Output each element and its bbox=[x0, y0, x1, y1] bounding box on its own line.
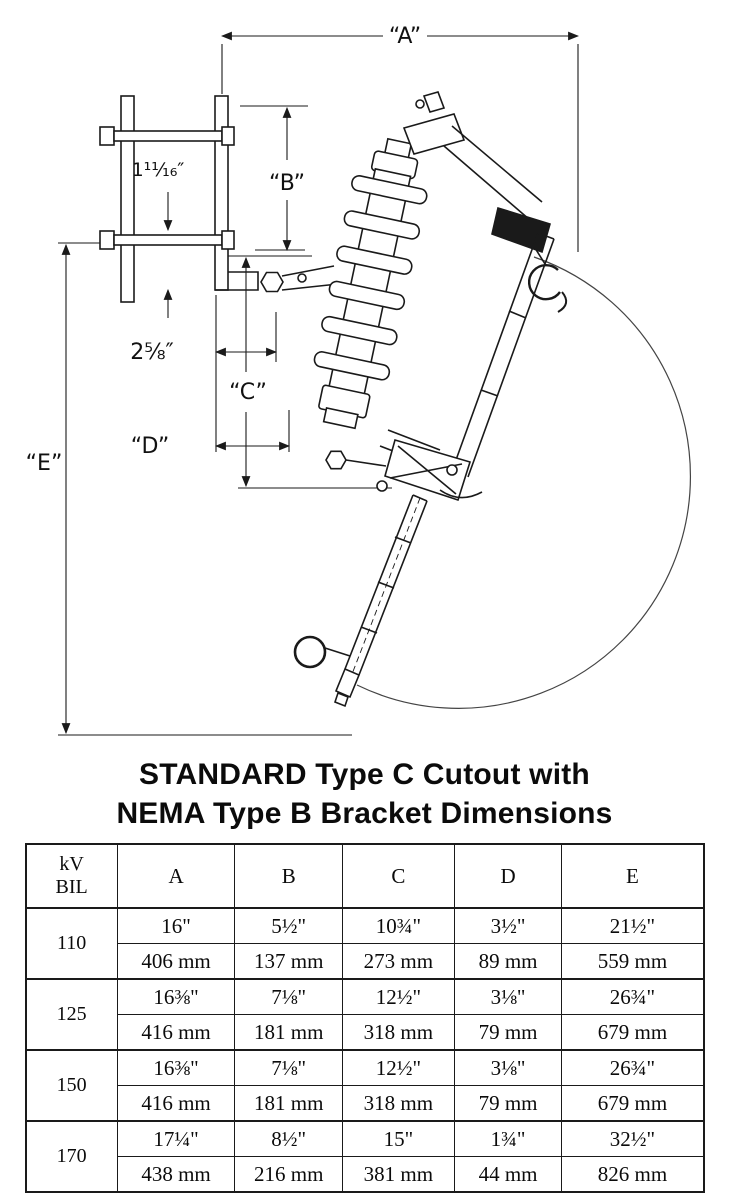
col-header-e: E bbox=[561, 843, 704, 909]
value-cell: 5½" bbox=[234, 907, 344, 944]
cutout-outline-drawing: “A” “B” “C” “D” “E” 1¹¹⁄₁₆″ 2⅝″ bbox=[26, 24, 692, 736]
kv-cell: 125 bbox=[25, 978, 118, 1051]
kv-cell: 150 bbox=[25, 1049, 118, 1122]
value-cell: 381 mm bbox=[342, 1156, 455, 1193]
value-cell: 826 mm bbox=[561, 1156, 704, 1193]
value-cell: 416 mm bbox=[116, 1014, 236, 1051]
value-cell: 21½" bbox=[561, 907, 704, 944]
page-title: STANDARD Type C Cutout with NEMA Type B … bbox=[0, 755, 729, 833]
col-header-c: C bbox=[342, 843, 455, 909]
value-cell: 32½" bbox=[561, 1120, 704, 1157]
value-cell: 15" bbox=[342, 1120, 455, 1157]
title-line-1: STANDARD Type C Cutout with bbox=[139, 758, 590, 791]
value-cell: 16⅜" bbox=[116, 1049, 236, 1086]
insulator-body bbox=[313, 137, 428, 430]
col-header-kv: kV bbox=[59, 853, 84, 875]
value-cell: 26¾" bbox=[561, 1049, 704, 1086]
dim-label-bolt-spacing: 1¹¹⁄₁₆″ bbox=[132, 159, 185, 181]
table-row: 110 16" 5½" 10¾" 3½" 21½" bbox=[25, 907, 704, 980]
value-cell: 79 mm bbox=[453, 1085, 563, 1122]
value-cell: 8½" bbox=[234, 1120, 344, 1157]
dim-label-d: “D” bbox=[131, 434, 169, 459]
value-cell: 3⅛" bbox=[453, 1049, 563, 1086]
col-header-kv-bil: kV BIL bbox=[25, 843, 118, 909]
value-cell: 416 mm bbox=[116, 1085, 236, 1122]
value-cell: 137 mm bbox=[234, 943, 344, 980]
value-cell: 44 mm bbox=[453, 1156, 563, 1193]
dim-label-c: “C” bbox=[229, 380, 267, 405]
value-cell: 318 mm bbox=[342, 1085, 455, 1122]
value-cell: 318 mm bbox=[342, 1014, 455, 1051]
kv-cell: 170 bbox=[25, 1120, 118, 1193]
table-row: 416 mm 181 mm 318 mm 79 mm 679 mm bbox=[26, 1085, 704, 1122]
value-cell: 12½" bbox=[342, 1049, 455, 1086]
value-cell: 3½" bbox=[453, 907, 563, 944]
value-cell: 273 mm bbox=[342, 943, 455, 980]
dim-label-offset: 2⅝″ bbox=[130, 340, 174, 365]
table-row: 438 mm 216 mm 381 mm 44 mm 826 mm bbox=[26, 1156, 704, 1193]
col-header-b: B bbox=[234, 843, 344, 909]
value-cell: 16⅜" bbox=[116, 978, 236, 1015]
col-header-a: A bbox=[116, 843, 236, 909]
title-line-2: NEMA Type B Bracket Dimensions bbox=[116, 797, 613, 830]
value-cell: 679 mm bbox=[561, 1085, 704, 1122]
value-cell: 89 mm bbox=[453, 943, 563, 980]
table-row: 125 16⅜" 7⅛" 12½" 3⅛" 26¾" bbox=[25, 978, 704, 1051]
value-cell: 79 mm bbox=[453, 1014, 563, 1051]
table-header-row: kV BIL A B C D E bbox=[25, 843, 704, 909]
value-cell: 406 mm bbox=[116, 943, 236, 980]
value-cell: 3⅛" bbox=[453, 978, 563, 1015]
value-cell: 12½" bbox=[342, 978, 455, 1015]
value-cell: 16" bbox=[116, 907, 236, 944]
value-cell: 1¾" bbox=[453, 1120, 563, 1157]
fuse-tube-closed bbox=[451, 232, 555, 478]
table-row: 406 mm 137 mm 273 mm 89 mm 559 mm bbox=[26, 943, 704, 980]
value-cell: 7⅛" bbox=[234, 1049, 344, 1086]
dimension-lines bbox=[58, 31, 580, 736]
fuse-tube-open bbox=[293, 494, 428, 708]
table-row: 170 17¼" 8½" 15" 1¾" 32½" bbox=[25, 1120, 704, 1193]
value-cell: 17¼" bbox=[116, 1120, 236, 1157]
col-header-d: D bbox=[453, 843, 563, 909]
value-cell: 679 mm bbox=[561, 1014, 704, 1051]
dim-label-b: “B” bbox=[269, 171, 305, 196]
hinge-assembly bbox=[325, 429, 483, 502]
table-row: 150 16⅜" 7⅛" 12½" 3⅛" 26¾" bbox=[25, 1049, 704, 1122]
dim-label-e: “E” bbox=[26, 451, 63, 476]
value-cell: 181 mm bbox=[234, 1014, 344, 1051]
dim-label-a: “A” bbox=[389, 24, 421, 49]
value-cell: 7⅛" bbox=[234, 978, 344, 1015]
table-row: 416 mm 181 mm 318 mm 79 mm 679 mm bbox=[26, 1014, 704, 1051]
kv-cell: 110 bbox=[25, 907, 118, 980]
value-cell: 26¾" bbox=[561, 978, 704, 1015]
col-header-bil: BIL bbox=[55, 876, 88, 898]
value-cell: 559 mm bbox=[561, 943, 704, 980]
value-cell: 181 mm bbox=[234, 1085, 344, 1122]
dimensions-table: kV BIL A B C D E 110 16" 5½" 10¾" 3½" 21… bbox=[24, 843, 705, 1193]
mounting-bracket bbox=[99, 95, 339, 303]
value-cell: 438 mm bbox=[116, 1156, 236, 1193]
upper-contact-assembly bbox=[402, 91, 568, 313]
value-cell: 216 mm bbox=[234, 1156, 344, 1193]
value-cell: 10¾" bbox=[342, 907, 455, 944]
swing-arc bbox=[356, 256, 692, 709]
